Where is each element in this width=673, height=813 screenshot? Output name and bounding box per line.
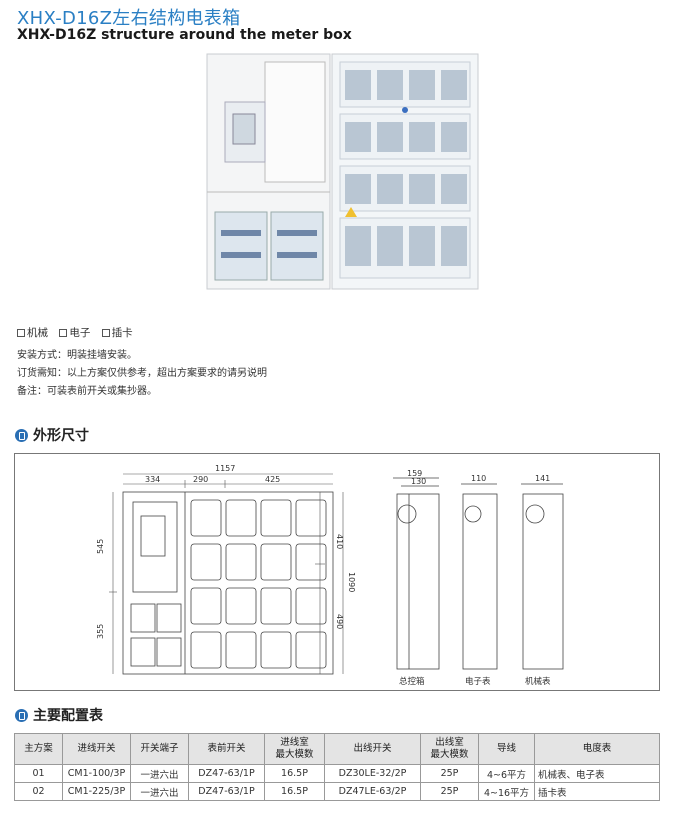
dim-height-bottom: 355 [96, 624, 105, 639]
page-title-en: XHX-D16Z structure around the meter box [17, 27, 352, 43]
checkbox-icon [17, 329, 25, 337]
dim-height-top: 545 [96, 539, 105, 554]
col-meter: 电度表 [534, 733, 660, 765]
note-info: 备注：可装表前开关或集抄器。 [17, 386, 157, 397]
side3-caption: 机械表 [525, 676, 551, 687]
side1-caption: 总控箱 [399, 676, 425, 687]
bullet-icon [15, 708, 28, 722]
checkbox-icon [101, 329, 110, 337]
config-heading: 主要配置表 [15, 705, 103, 725]
dim-total-width: 1157 [215, 464, 235, 473]
dim-height-total: 1090 [347, 572, 356, 592]
col-wire: 导线 [478, 733, 535, 765]
side2-caption: 电子表 [465, 676, 491, 687]
page-title-cn: XHX-D16Z左右结构电表箱 [17, 8, 241, 29]
col-outlet-modules: 出线室 最大模数 [420, 733, 479, 765]
table-header-row: 主方案 进线开关 开关端子 表前开关 进线室 最大模数 出线开关 出线室 最大模… [14, 733, 660, 765]
option-card: 插卡 [101, 327, 133, 339]
col-inlet-switch: 进线开关 [62, 733, 131, 765]
option-electronic: 电子 [59, 327, 90, 339]
side3-w1: 141 [535, 474, 550, 483]
table-row: 01 CM1-100/3P 一进六出 DZ47-63/1P 16.5P DZ30… [14, 764, 660, 783]
dimensions-heading: 外形尺寸 [15, 425, 89, 445]
meter-options: 机械 电子 插卡 [17, 325, 141, 340]
order-info: 订货需知：以上方案仅供参考，超出方案要求的请另说明 [17, 368, 267, 379]
option-mechanical: 机械 [17, 327, 48, 339]
side2-w1: 110 [471, 474, 486, 483]
side1-w1: 159 [407, 469, 422, 478]
dim-width-right: 425 [265, 475, 280, 484]
dim-width-left: 334 [145, 475, 160, 484]
side1-w2: 130 [411, 477, 426, 486]
dimension-drawing: 1157 334 290 425 545 355 410 490 1090 15… [14, 453, 660, 691]
col-outlet-switch: 出线开关 [324, 733, 421, 765]
dim-height-r-bottom: 490 [335, 614, 344, 629]
dim-height-r-top: 410 [335, 534, 344, 549]
col-terminal: 开关端子 [130, 733, 189, 765]
product-photo [206, 53, 479, 290]
config-table: 主方案 进线开关 开关端子 表前开关 进线室 最大模数 出线开关 出线室 最大模… [14, 733, 660, 801]
col-plan: 主方案 [14, 733, 63, 765]
dim-width-mid: 290 [193, 475, 208, 484]
dimension-svg: 1157 334 290 425 545 355 410 490 1090 15… [96, 464, 564, 687]
checkbox-icon [59, 329, 68, 337]
table-row: 02 CM1-225/3P 一进六出 DZ47-63/1P 16.5P DZ47… [14, 782, 660, 801]
col-inlet-modules: 进线室 最大模数 [264, 733, 325, 765]
col-pre-meter-switch: 表前开关 [188, 733, 265, 765]
bullet-icon [15, 428, 28, 442]
install-info: 安装方式：明装挂墙安装。 [17, 350, 137, 361]
